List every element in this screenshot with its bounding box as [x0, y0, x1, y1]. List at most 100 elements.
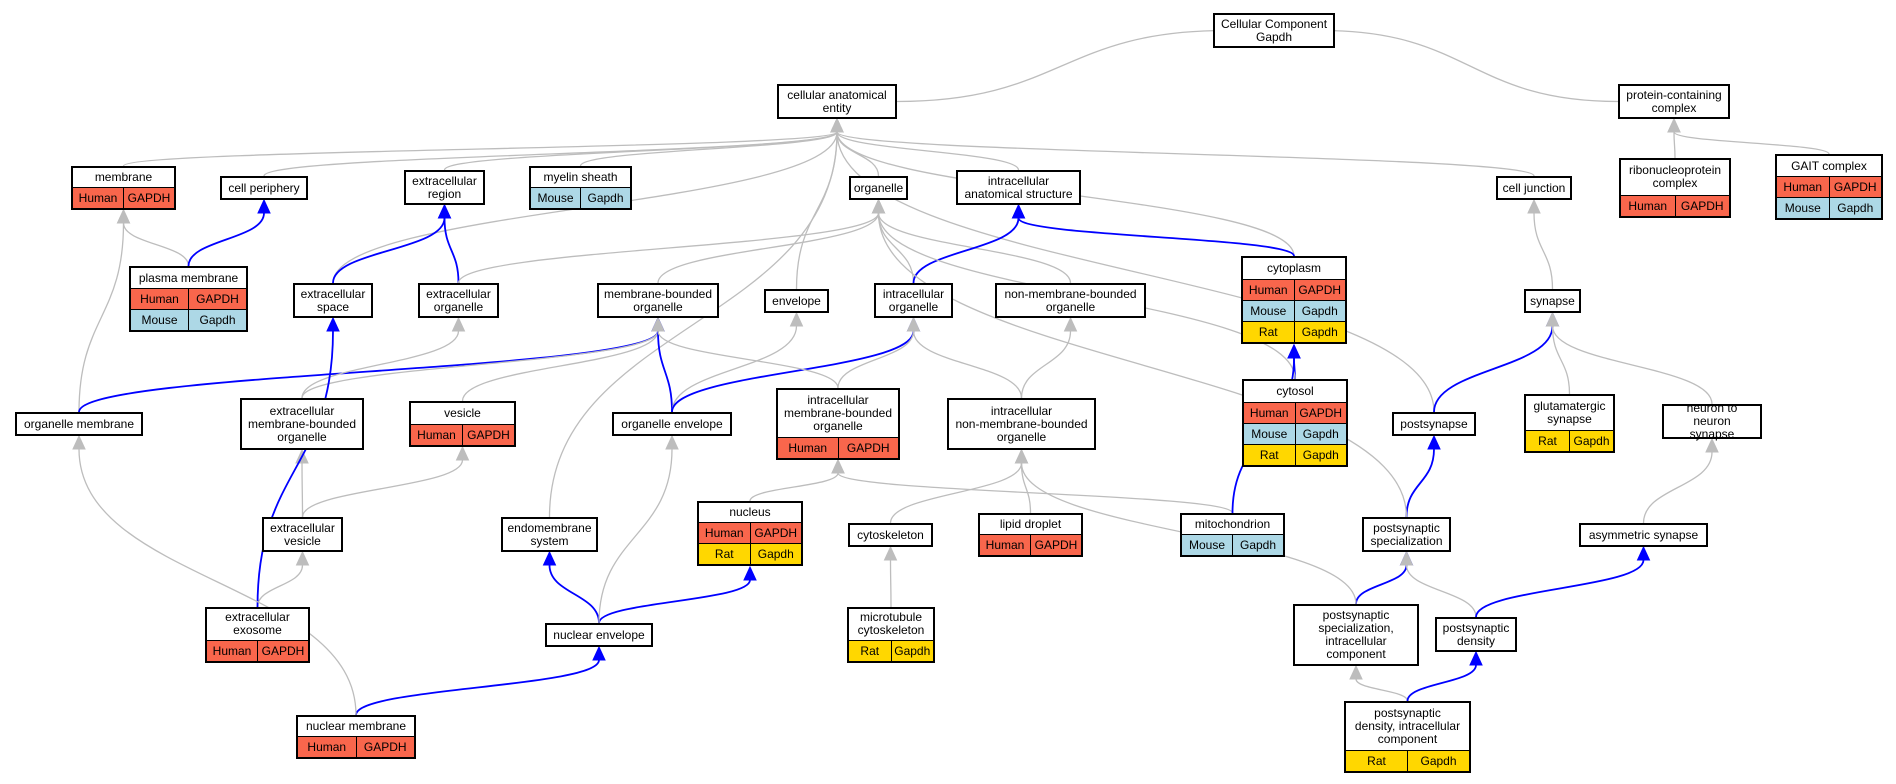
node-orgenv[interactable]: organelle envelope: [612, 412, 732, 436]
node-icnmbo[interactable]: intracellular non-membrane-bounded organ…: [947, 398, 1096, 450]
arrowhead: [743, 565, 757, 581]
gene-cell: Gapdh: [749, 544, 802, 564]
edge-orgenv-to-envelope: [671, 325, 798, 413]
gene-cell: GAPDH: [749, 523, 802, 543]
node-mbo[interactable]: membrane-bounded organelle: [597, 283, 719, 318]
node-pcc[interactable]: protein-containing complex: [1618, 84, 1730, 119]
node-exreg[interactable]: extracellular region: [404, 170, 485, 205]
edge-mito-to-icmbo: [837, 472, 1234, 514]
node-exmbo[interactable]: extracellular membrane-bounded organelle: [240, 398, 364, 450]
gene-cell: GAPDH: [462, 424, 514, 445]
arrowhead: [437, 203, 452, 219]
arrowhead: [906, 316, 921, 332]
node-psd[interactable]: postsynaptic density: [1435, 617, 1517, 652]
edge-nucenv-to-orgenv: [598, 448, 673, 624]
node-nmbo[interactable]: non-membrane-bounded organelle: [995, 283, 1146, 318]
edge-plasma-to-cellper: [187, 212, 265, 267]
edge-orgmem-to-membrane: [78, 222, 125, 413]
edge-rnp-to-pcc: [1673, 131, 1676, 159]
species-row-human: Human GAPDH: [207, 639, 308, 661]
node-label: mitochondrion: [1194, 516, 1271, 531]
species-cell: Human: [1249, 405, 1289, 420]
node-cae[interactable]: cellular anatomical entity: [777, 84, 897, 119]
species-row-human: Human GAPDH: [1777, 176, 1881, 197]
node-label: intracellular membrane-bounded organelle: [783, 392, 893, 433]
node-synapse[interactable]: synapse: [1524, 289, 1581, 313]
gene-cell: GAPDH: [1030, 534, 1081, 555]
edge-nucenv-to-endomem: [548, 564, 600, 624]
node-psspec[interactable]: postsynaptic specialization: [1362, 517, 1451, 552]
gene-cell: GAPDH: [257, 640, 308, 661]
node-label: microtubule cytoskeleton: [857, 610, 925, 638]
node-label: organelle envelope: [621, 416, 723, 431]
node-nucenv[interactable]: nuclear envelope: [545, 623, 653, 647]
node-icorg[interactable]: intracellular organelle: [874, 283, 953, 318]
edge-orgenv-to-mbo: [657, 330, 673, 413]
node-ias[interactable]: intracellular anatomical structure: [956, 170, 1081, 205]
node-label: cell junction: [1502, 180, 1566, 195]
node-cc[interactable]: Cellular Component Gapdh: [1213, 13, 1335, 48]
node-postsynapse[interactable]: postsynapse: [1392, 412, 1476, 436]
edge-cae-to-cc: [896, 29, 1227, 103]
node-label: lipid droplet: [999, 516, 1062, 531]
node-icmbo[interactable]: intracellular membrane-bounded organelle…: [776, 388, 900, 460]
node-endomem[interactable]: endomembrane system: [501, 517, 598, 552]
gene-cell: Gapdh: [1293, 321, 1346, 342]
node-label: myelin sheath: [543, 169, 618, 184]
edge-exmbo-to-mbo: [301, 330, 659, 399]
edge-icnmbo-to-icorg: [912, 330, 1023, 399]
species-cell: Mouse: [1784, 201, 1821, 215]
node-cellper[interactable]: cell periphery: [220, 176, 308, 200]
gene-cell: Gapdh: [1407, 750, 1469, 771]
species-cell: Human: [307, 739, 347, 754]
node-organelle[interactable]: organelle: [849, 176, 908, 200]
edge-exreg-to-cae: [443, 131, 838, 171]
node-label: asymmetric synapse: [1588, 527, 1699, 542]
gene-cell: GAPDH: [1828, 177, 1882, 197]
edge-n2n-to-synapse: [1551, 325, 1713, 405]
node-label: extracellular space: [300, 286, 366, 314]
edge-icorg-to-ias: [912, 217, 1020, 284]
arrowhead: [1469, 650, 1483, 666]
node-cytoskel[interactable]: cytoskeleton: [848, 523, 933, 547]
node-orgmem[interactable]: organelle membrane: [15, 412, 143, 436]
species-cell: Human: [1628, 198, 1668, 213]
edge-icnmbo-to-nmbo: [1020, 330, 1072, 399]
edge-icmbo-to-icorg: [837, 330, 915, 389]
node-label: cytosol: [1276, 383, 1314, 398]
node-n2n[interactable]: neuron to neuron synapse: [1662, 402, 1762, 441]
node-psdic[interactable]: postsynaptic density, intracellular comp…: [1344, 701, 1471, 773]
node-exspace[interactable]: extracellular space: [293, 283, 373, 318]
node-celljunction[interactable]: cell junction: [1496, 176, 1572, 200]
node-envelope[interactable]: envelope: [764, 289, 829, 313]
node-exorg[interactable]: extracellular organelle: [418, 283, 499, 318]
arrowhead: [1287, 343, 1301, 359]
node-label: nucleus: [729, 505, 771, 519]
node-exves[interactable]: extracellular vesicle: [262, 517, 343, 552]
node-asym[interactable]: asymmetric synapse: [1579, 523, 1708, 547]
node-psspecic[interactable]: postsynaptic specialization, intracellul…: [1293, 604, 1419, 666]
species-cell: Human: [212, 643, 252, 658]
arrowhead: [1399, 550, 1414, 566]
arrowhead: [883, 545, 898, 561]
edge-mbo-to-organelle: [657, 212, 880, 284]
species-cell: Human: [1783, 180, 1823, 194]
